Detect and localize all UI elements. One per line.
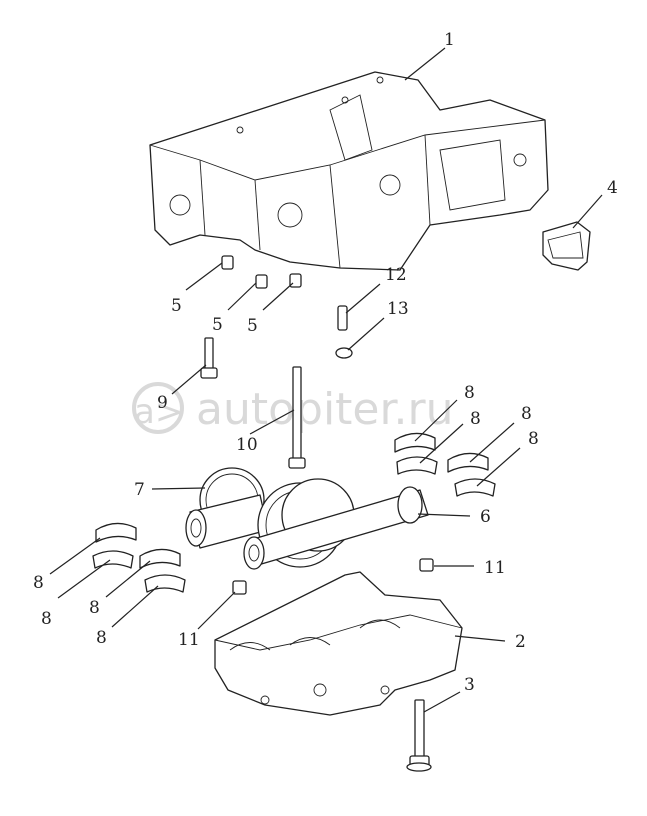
cover-plate-part	[542, 221, 591, 271]
callout-1: 1	[444, 30, 455, 50]
flange-bolt-part	[406, 699, 432, 772]
callout-8b: 8	[470, 409, 481, 429]
bearing-shell-parts-left	[92, 522, 186, 593]
callout-2: 2	[515, 632, 526, 652]
callout-6: 6	[480, 507, 491, 527]
small-sleeve-parts	[232, 558, 434, 595]
bearing-shell-parts-right	[394, 432, 496, 497]
upper-housing-part	[149, 71, 549, 271]
callout-11a: 11	[484, 558, 506, 578]
callout-13: 13	[387, 299, 409, 319]
lower-housing-part	[214, 571, 463, 716]
callout-11b: 11	[178, 630, 200, 650]
callout-8e: 8	[33, 573, 44, 593]
watermark: a> autopiter.ru	[132, 382, 454, 435]
callout-8c: 8	[521, 404, 532, 424]
callout-8a: 8	[464, 383, 475, 403]
callout-7: 7	[134, 480, 145, 500]
callout-9: 9	[157, 393, 168, 413]
callout-3: 3	[464, 675, 475, 695]
callout-8h: 8	[96, 628, 107, 648]
dowel-sleeve-parts	[221, 255, 302, 289]
callout-5a: 5	[171, 296, 182, 316]
pin-and-plug-parts	[335, 305, 353, 359]
callout-8f: 8	[41, 609, 52, 629]
watermark-text: autopiter.ru	[196, 384, 454, 435]
callout-10: 10	[236, 435, 258, 455]
long-bolt-part	[288, 366, 306, 469]
short-bolt-part	[200, 337, 218, 379]
callout-8g: 8	[89, 598, 100, 618]
callout-5c: 5	[247, 316, 258, 336]
callout-8d: 8	[528, 429, 539, 449]
callout-4: 4	[607, 178, 618, 198]
watermark-mark: a>	[134, 392, 183, 432]
double-gear-shaft-part	[243, 478, 429, 570]
callout-5b: 5	[212, 315, 223, 335]
callout-12: 12	[385, 265, 407, 285]
leader-lines	[49, 47, 603, 713]
callout-numbers: 1 2 3 4 5 5 5 6 7 8 8 8 8 8 8 8 8 9 10 1…	[33, 30, 618, 695]
balance-shaft-gear-part	[185, 467, 269, 549]
